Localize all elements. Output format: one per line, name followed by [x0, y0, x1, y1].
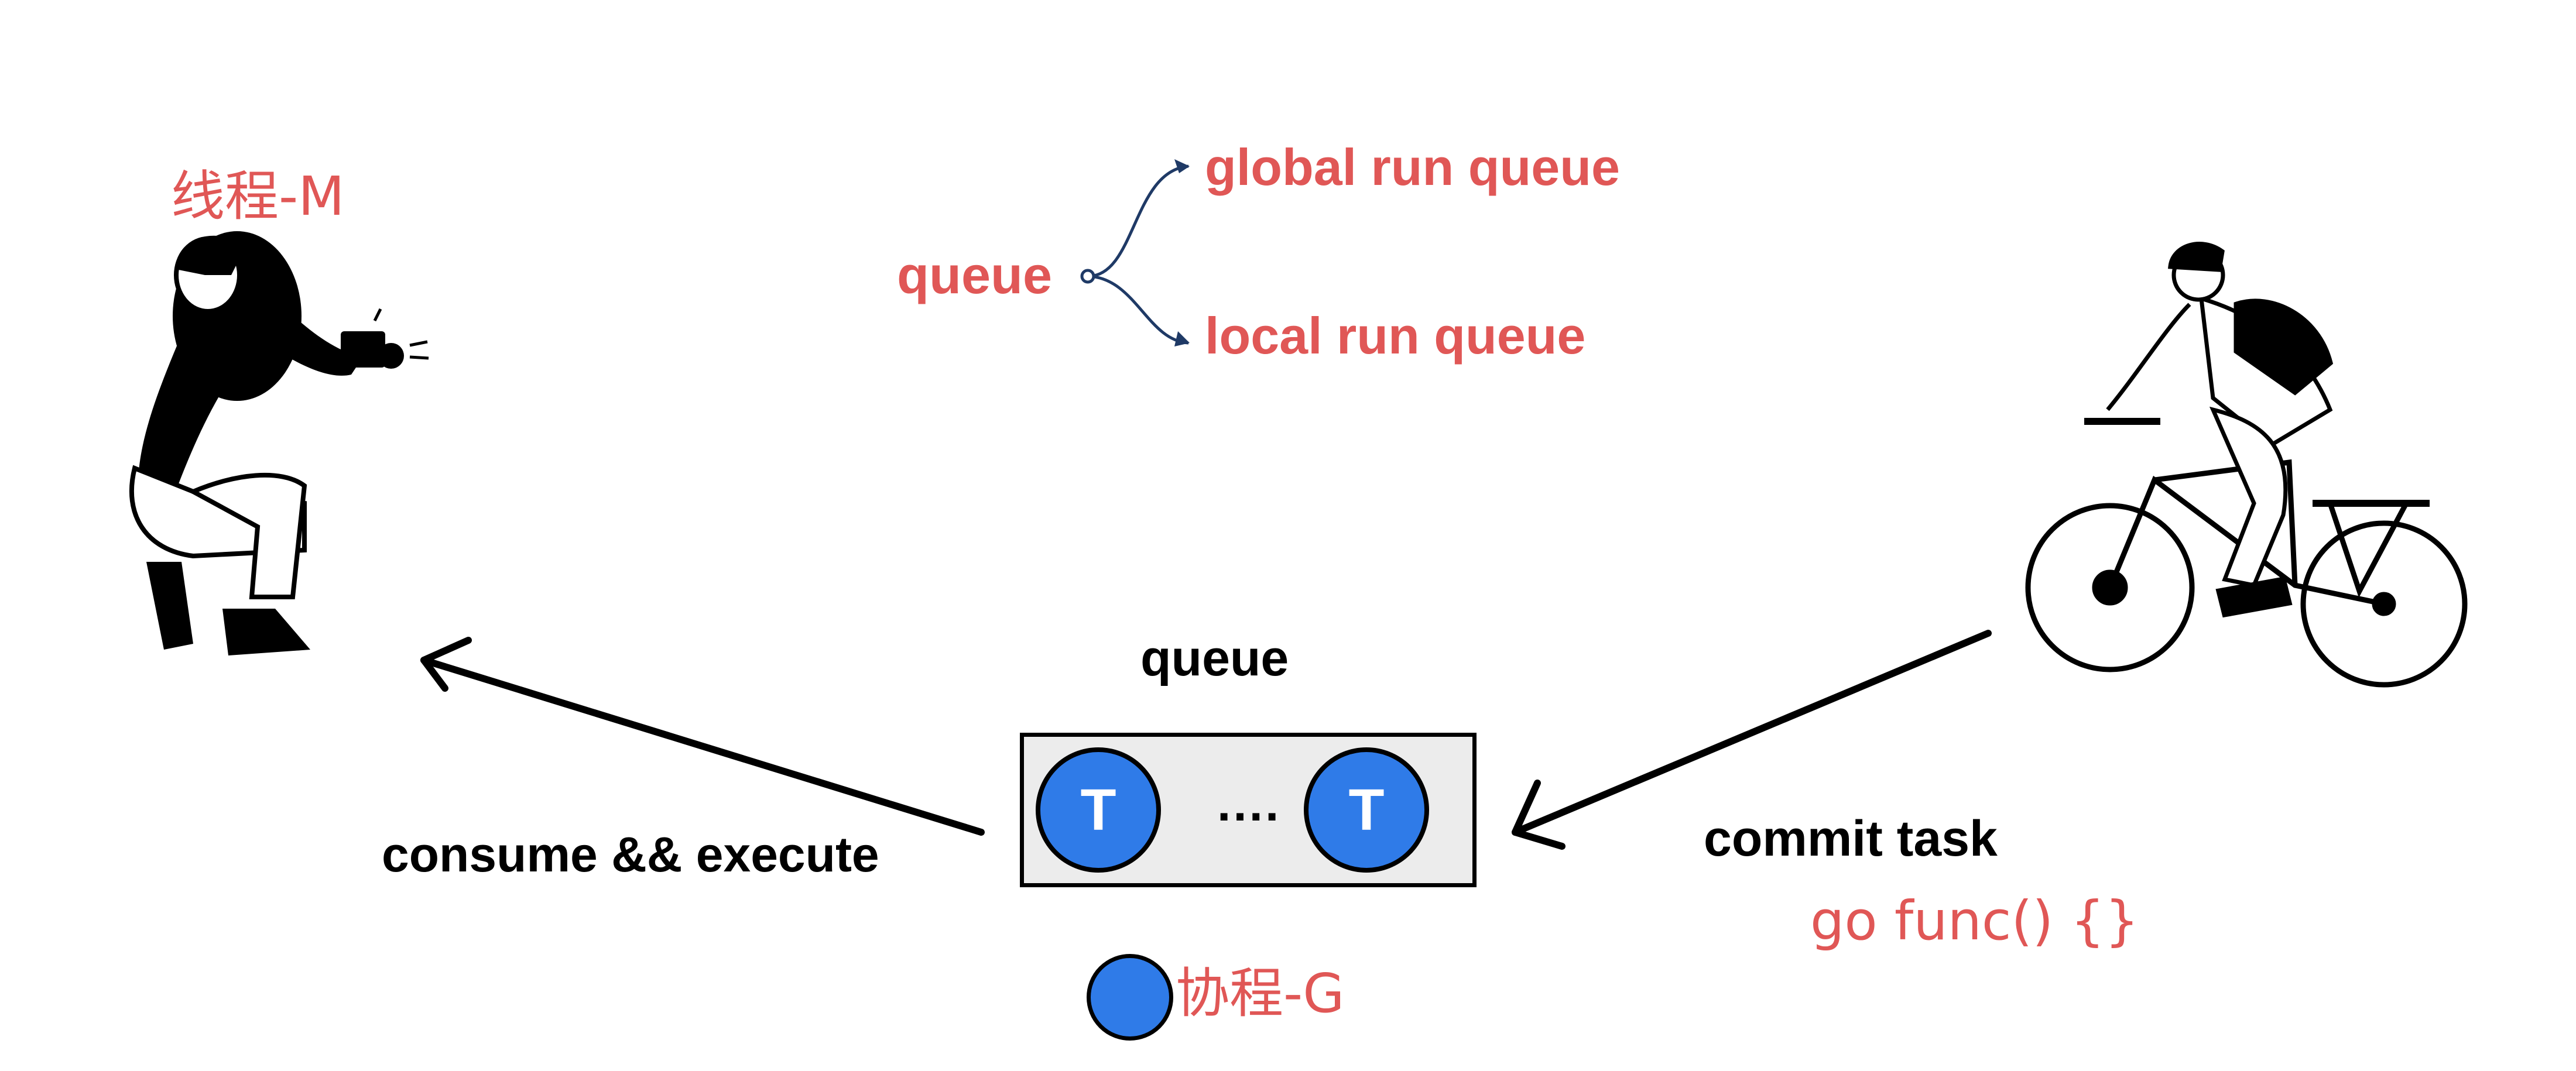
queue-box: T .... T [1020, 733, 1477, 887]
commit-task-label: commit task [1704, 811, 1998, 867]
thread-m-label: 线程-M [171, 165, 345, 228]
branch-arrow-head-top [1174, 159, 1190, 173]
local-run-queue-label: local run queue [1205, 307, 1586, 365]
go-func-label: go func() {} [1810, 890, 2139, 952]
photographer-illustration [129, 231, 429, 655]
queue-root-label: queue [897, 246, 1053, 305]
queue-box-title: queue [1140, 630, 1289, 686]
global-run-queue-label: global run queue [1205, 138, 1620, 196]
branch-arrow-head-bottom [1174, 331, 1190, 346]
branch-connector [1088, 164, 1189, 345]
cyclist-illustration [2025, 242, 2468, 688]
consume-execute-label: consume && execute [382, 827, 879, 882]
task-circle: T [1036, 747, 1161, 873]
commit-arrow [1512, 630, 1992, 850]
queue-ellipsis: .... [1217, 776, 1282, 831]
coroutine-g-label: 协程-G [1176, 962, 1345, 1025]
coroutine-legend-dot [1087, 954, 1173, 1041]
task-circle: T [1304, 747, 1429, 873]
branch-origin-dot [1080, 269, 1095, 284]
consume-arrow [420, 637, 985, 836]
